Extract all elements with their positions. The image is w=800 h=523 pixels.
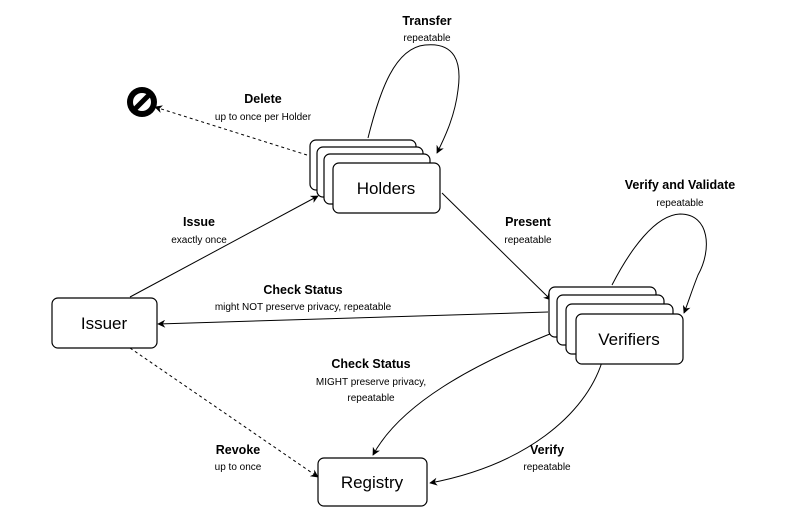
verifiers-node[interactable]: Verifiers xyxy=(548,286,684,365)
delete-label: Delete xyxy=(244,92,282,106)
check-status-registry-sublabel-2: repeatable xyxy=(347,393,395,404)
edge-verify xyxy=(429,361,603,486)
check-status-registry-label: Check Status xyxy=(331,357,410,371)
holders-node[interactable]: Holders xyxy=(309,139,441,214)
verify-validate-sublabel: repeatable xyxy=(656,198,704,209)
edge-present xyxy=(441,192,552,301)
verify-validate-label: Verify and Validate xyxy=(625,178,736,192)
check-status-registry-sublabel-1: MIGHT preserve privacy, xyxy=(316,377,426,388)
transfer-sublabel: repeatable xyxy=(403,33,451,44)
check-status-issuer-sublabel: might NOT preserve privacy, repeatable xyxy=(215,302,392,313)
edge-check-status-issuer xyxy=(157,311,549,328)
delete-sublabel: up to once per Holder xyxy=(215,112,312,123)
present-label: Present xyxy=(505,215,552,229)
registry-node[interactable]: Registry xyxy=(317,457,428,507)
registry-label: Registry xyxy=(341,473,404,492)
verify-sublabel: repeatable xyxy=(523,462,571,473)
issue-label: Issue xyxy=(183,215,215,229)
prohibited-icon xyxy=(127,87,157,117)
issue-sublabel: exactly once xyxy=(171,235,227,246)
issuer-label: Issuer xyxy=(81,314,128,333)
check-status-issuer-label: Check Status xyxy=(263,283,342,297)
transfer-label: Transfer xyxy=(402,14,451,28)
revoke-sublabel: up to once xyxy=(215,462,262,473)
revoke-label: Revoke xyxy=(216,443,261,457)
edge-transfer xyxy=(367,44,460,154)
edge-check-status-registry xyxy=(372,329,561,456)
edge-verify-validate xyxy=(611,213,707,314)
edge-issue xyxy=(129,195,319,298)
issuer-node[interactable]: Issuer xyxy=(51,297,158,349)
verifiers-label: Verifiers xyxy=(598,330,659,349)
edge-delete xyxy=(154,105,308,156)
holders-label: Holders xyxy=(357,179,416,198)
present-sublabel: repeatable xyxy=(504,235,552,246)
edge-revoke xyxy=(129,347,319,478)
verify-label: Verify xyxy=(530,443,564,457)
